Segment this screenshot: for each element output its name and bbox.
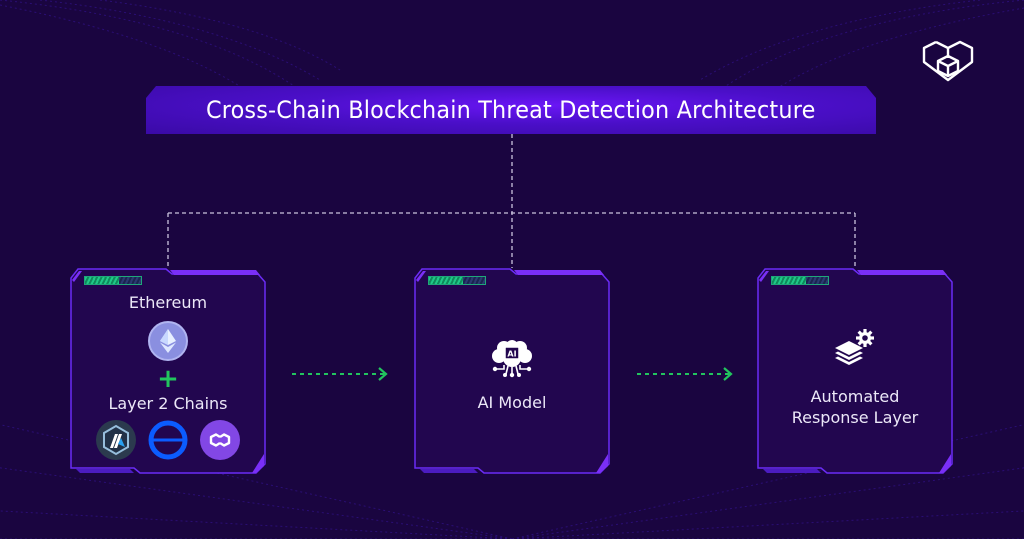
flow-arrow-ai-to-response [637,367,733,381]
response-layer-label: Response Layer [791,408,919,427]
progress-bar [428,276,486,285]
polygon-icon [200,420,240,460]
svg-text:AI: AI [507,349,516,358]
arbitrum-icon [96,420,136,460]
card-automated-response: Automated Response Layer [757,268,953,474]
cube-heart-logo-icon [922,40,974,82]
progress-bar [771,276,829,285]
automated-label: Automated [810,387,900,406]
card-ethereum-l2: Ethereum + Layer 2 Chains [70,268,266,474]
ai-model-label: AI Model [477,392,547,412]
flow-arrow-source-to-ai [292,367,388,381]
card-frame [757,268,953,474]
card-ai-model: AI AI Model [414,268,610,474]
diagram-title: Cross-Chain Blockchain Threat Detection … [206,96,816,124]
ethereum-icon [148,321,188,361]
progress-bar [84,276,142,285]
layers-gear-icon [833,328,877,372]
base-icon [148,420,188,460]
title-banner: Cross-Chain Blockchain Threat Detection … [146,86,876,134]
ethereum-label: Ethereum [128,293,208,312]
ai-brain-icon: AI [490,338,534,382]
chain-icons [96,420,240,460]
layer2-label: Layer 2 Chains [108,394,228,413]
plus-icon: + [157,364,179,394]
